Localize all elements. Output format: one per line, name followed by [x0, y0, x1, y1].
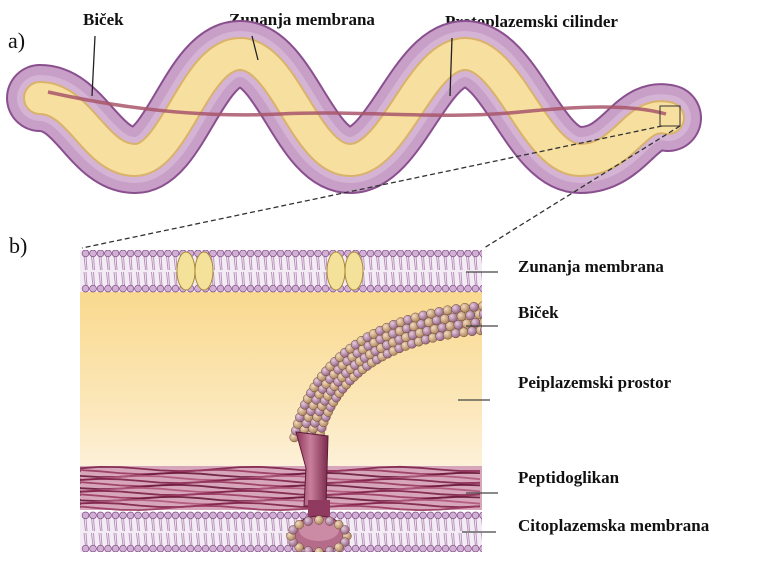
spirochete-cell [40, 36, 680, 160]
peptidoglycan-layer [80, 466, 482, 510]
cross-section [80, 250, 490, 556]
basal-body [287, 516, 352, 557]
axial-flagellum [48, 92, 666, 115]
outer-membrane-bilayer [80, 250, 486, 292]
cytoplasmic-membrane-bilayer [80, 512, 486, 552]
